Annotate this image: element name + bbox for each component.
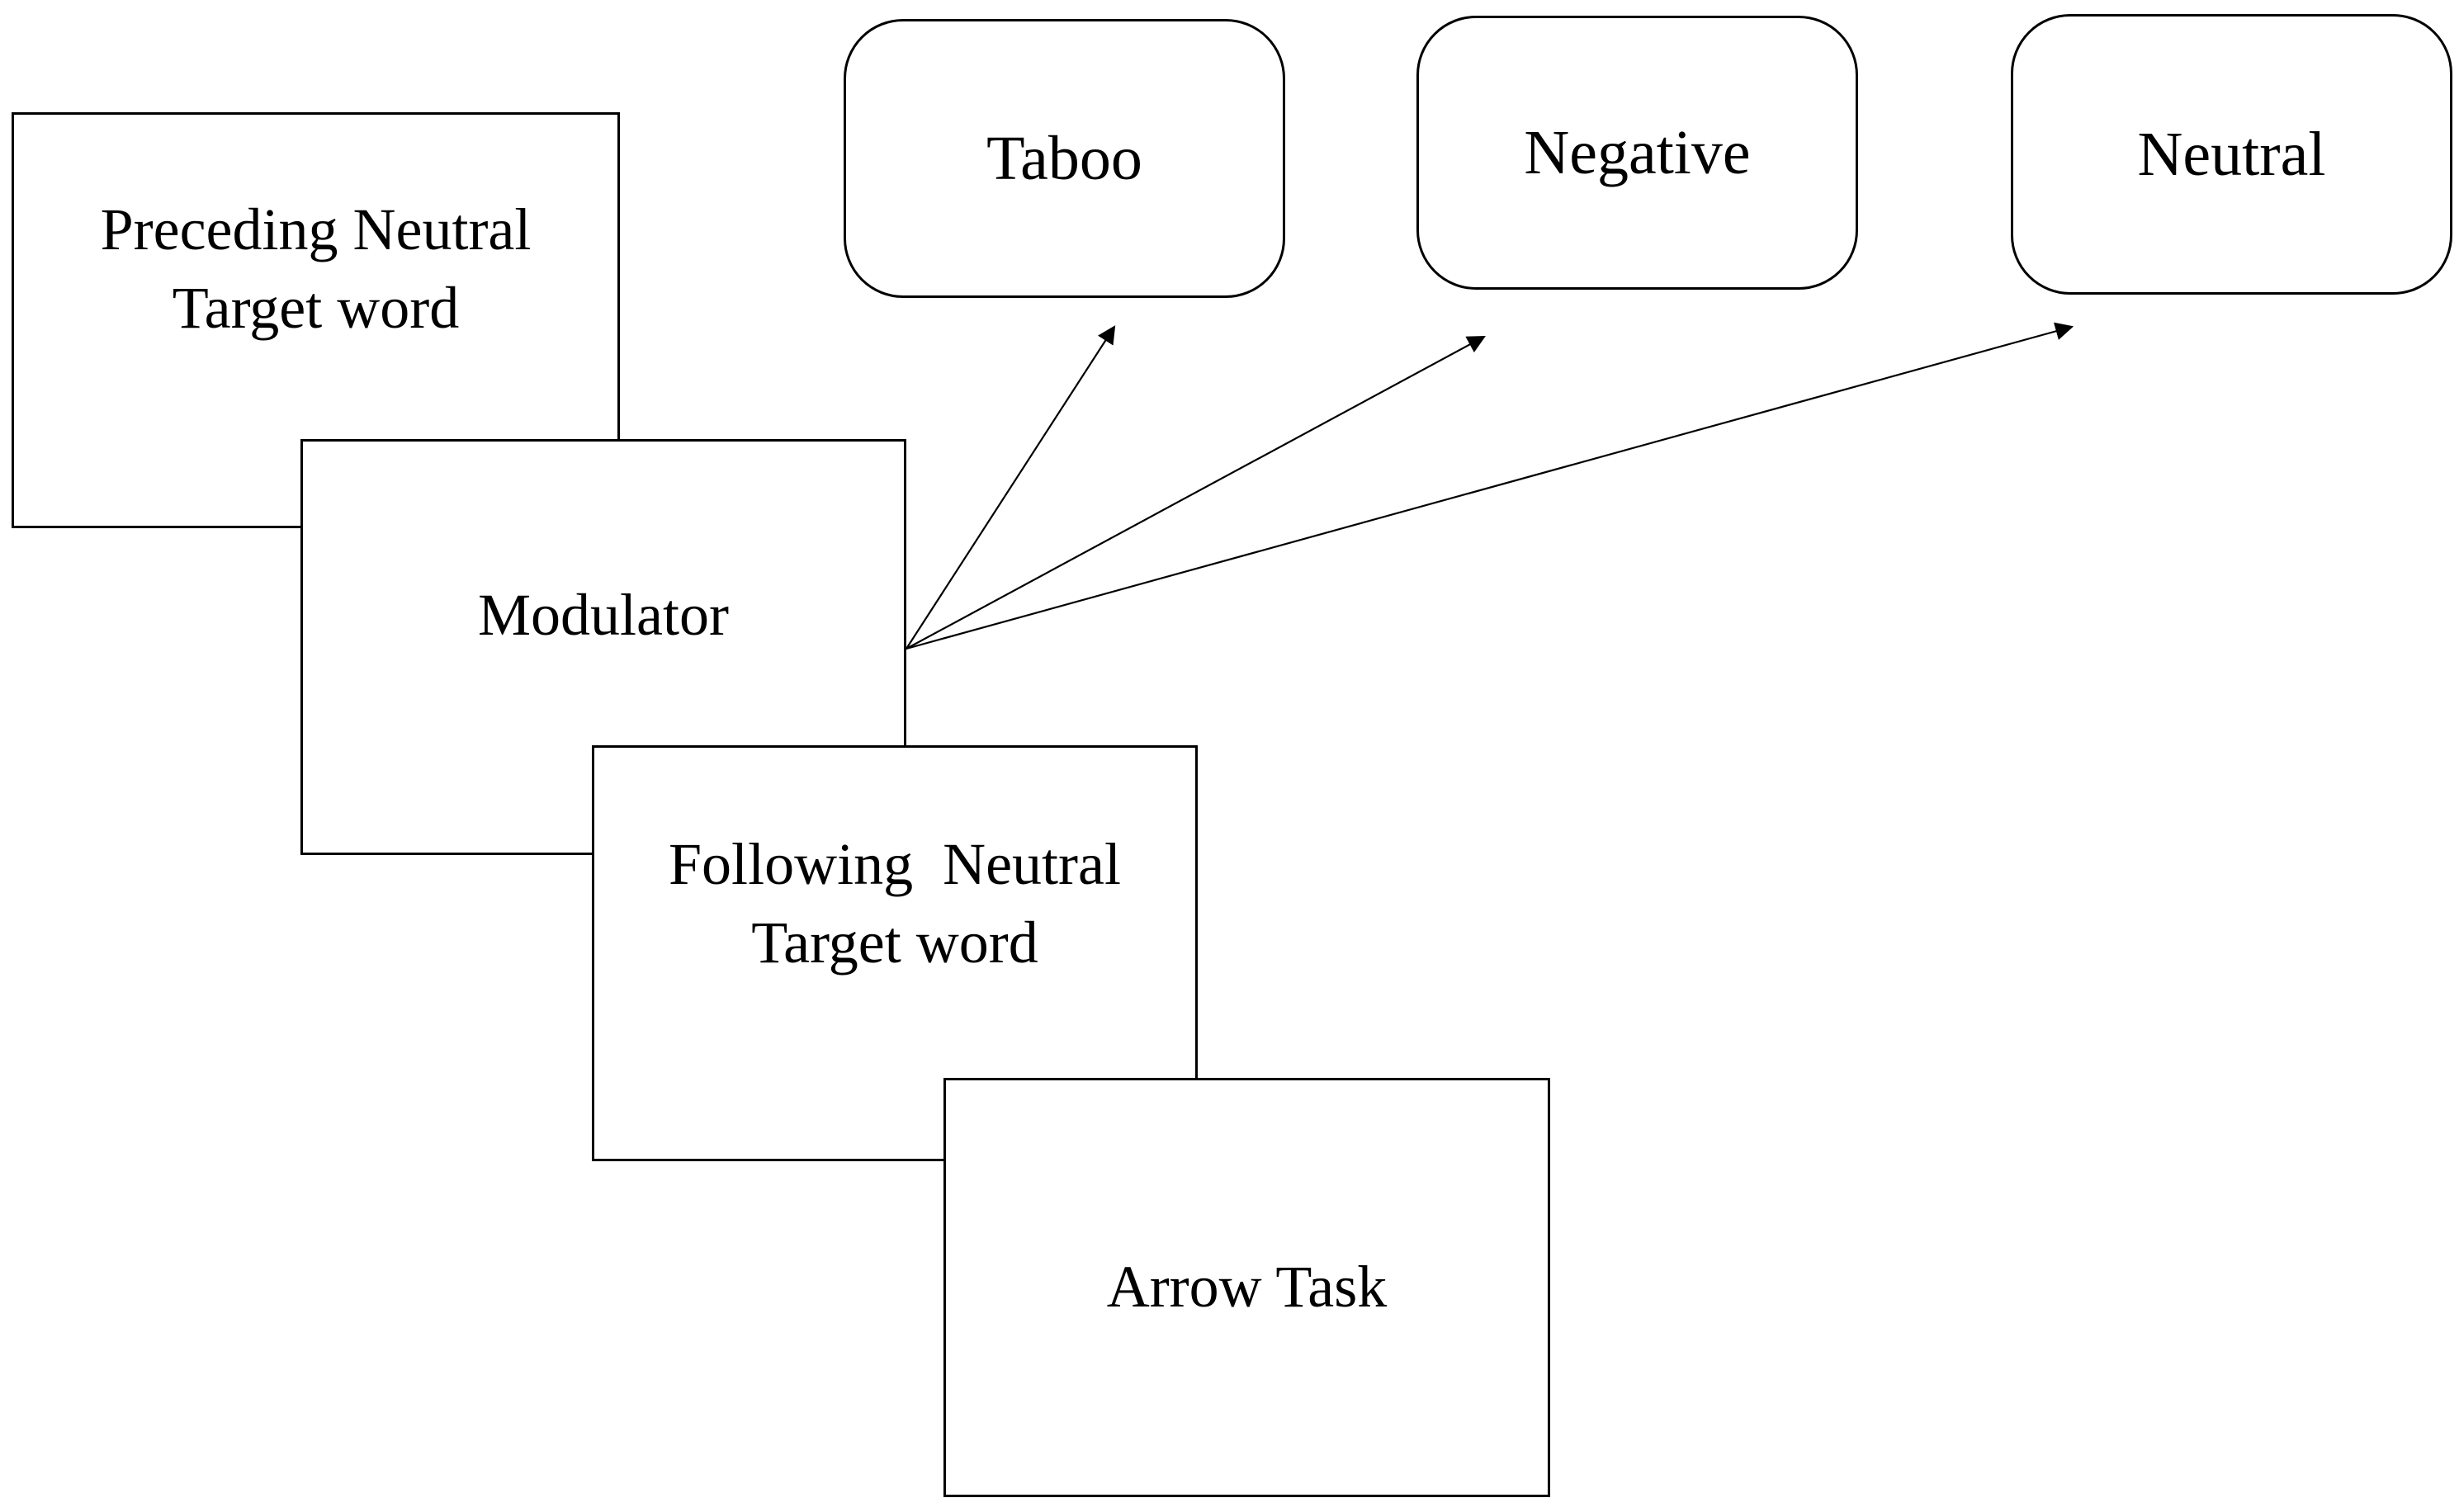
category-box-negative: Negative [1416,16,1858,290]
arrow-task-frame: Arrow Task [943,1078,1550,1497]
modulator-label: Modulator [478,582,729,649]
category-label-taboo: Taboo [986,123,1142,193]
preceding-frame-line1: Preceding Neutral [100,196,532,262]
arrow-task-label: Arrow Task [1106,1254,1388,1321]
following-frame-line2: Target word [751,910,1038,976]
preceding-frame-line2: Target word [172,275,460,341]
arrow-to-neutral [906,322,2074,650]
category-label-neutral: Neutral [2137,119,2326,189]
arrow-to-negative [906,335,1486,650]
category-box-taboo: Taboo [844,19,1285,298]
category-box-neutral: Neutral [2011,14,2452,295]
following-frame-line1: Following Neutral [669,830,1121,897]
arrow-to-taboo [906,325,1116,650]
category-label-negative: Negative [1524,117,1751,187]
